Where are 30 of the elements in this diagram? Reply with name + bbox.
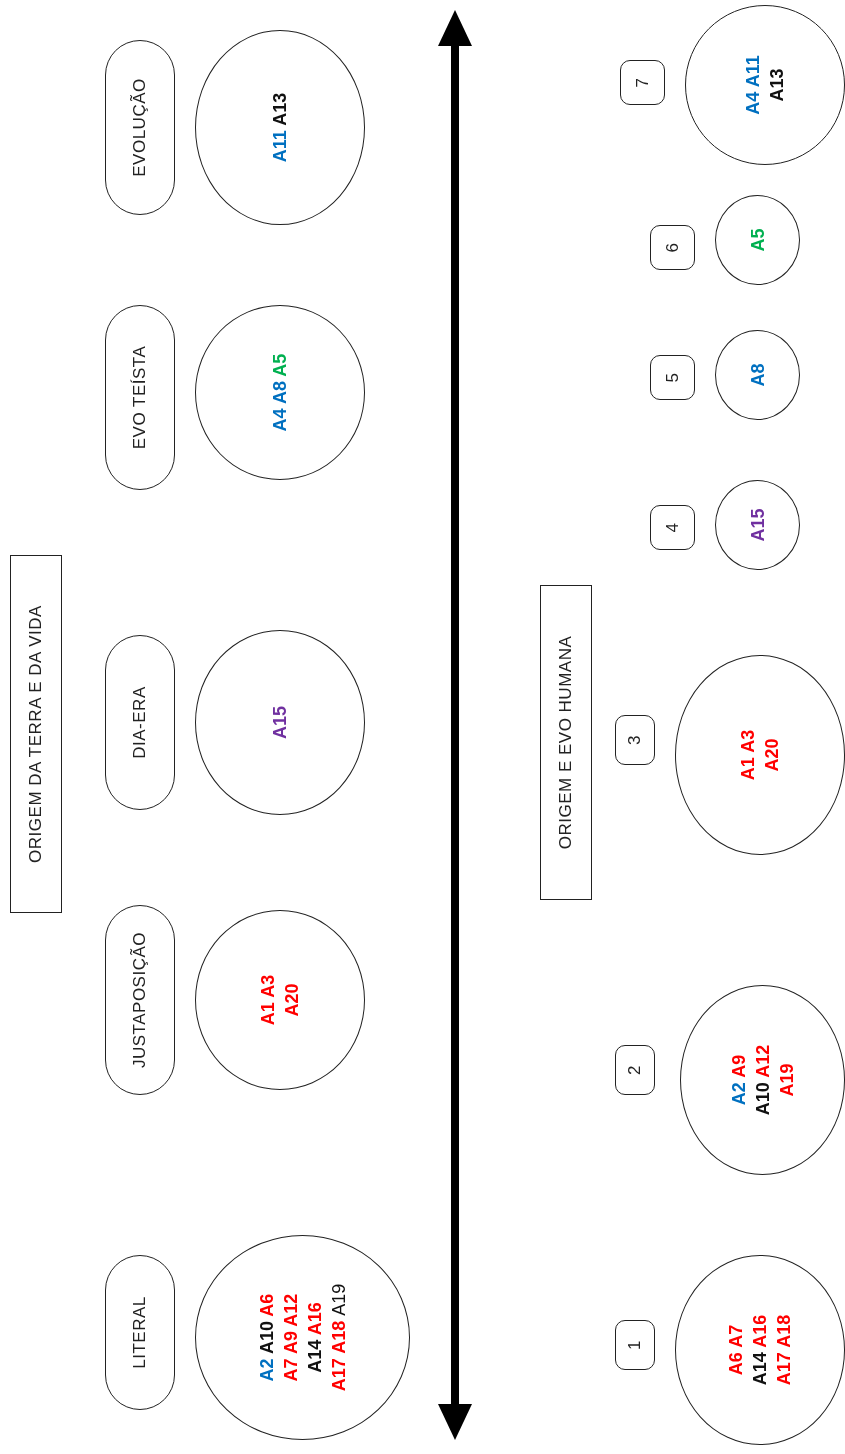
number-label: 2 xyxy=(625,1065,645,1075)
code-list: A15 xyxy=(268,706,292,739)
code-list: A6 A7 A14 A16 A17 A18 xyxy=(724,1314,796,1386)
number-box xyxy=(620,60,665,105)
number-label: 4 xyxy=(662,522,683,533)
number-box xyxy=(650,505,695,550)
number-label: 3 xyxy=(625,735,645,745)
code-list: A4 A8 A5 xyxy=(268,353,292,432)
code-list: A15 xyxy=(745,508,770,542)
heading-box xyxy=(540,585,592,900)
number-box xyxy=(615,1320,655,1370)
number-label: 1 xyxy=(625,1340,645,1350)
category-label: JUSTAPOSIÇÃO xyxy=(130,932,150,1069)
category-label: LITERAL xyxy=(130,1296,150,1369)
heading-text: ORIGEM E EVO HUMANA xyxy=(556,635,576,850)
category-label: EVOLUÇÃO xyxy=(130,78,150,177)
category-label: DIA-ERA xyxy=(130,686,150,759)
number-label: 6 xyxy=(662,242,683,253)
number-box xyxy=(650,355,695,400)
heading-box xyxy=(10,555,62,913)
number-box xyxy=(615,1045,655,1095)
heading-text: ORIGEM DA TERRA E DA VIDA xyxy=(26,605,46,863)
number-box xyxy=(615,715,655,765)
code-list: A11 A13 xyxy=(268,92,292,163)
code-list: A5 xyxy=(745,228,770,252)
category-label: EVO TEÍSTA xyxy=(130,345,150,450)
number-label: 7 xyxy=(632,77,653,88)
number-label: 5 xyxy=(662,372,683,383)
code-list: A8 xyxy=(745,363,770,387)
number-box xyxy=(650,225,695,270)
